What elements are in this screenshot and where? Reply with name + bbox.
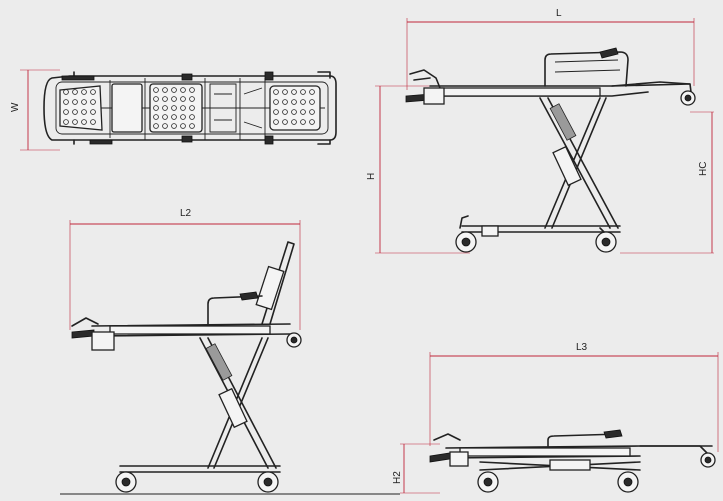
plate-hole: [171, 114, 177, 120]
dimension-h2: H2: [392, 443, 440, 494]
plate-hole: [90, 119, 96, 125]
plate-hole: [291, 119, 297, 125]
plate-hole: [162, 105, 168, 111]
plate-hole: [282, 119, 288, 125]
plate-hole: [153, 96, 159, 102]
plate-hole: [291, 109, 297, 115]
dimension-l2-label: L2: [180, 208, 192, 219]
plate-hole: [309, 119, 315, 125]
plate-hole: [282, 99, 288, 105]
plate-hole: [63, 109, 69, 115]
plate-hole: [162, 87, 168, 93]
plate-hole: [81, 99, 87, 105]
plate-hole: [171, 105, 177, 111]
dimension-hc-label: HC: [698, 162, 709, 176]
plate-hole: [72, 119, 78, 125]
plate-hole: [309, 89, 315, 95]
dimension-h2-label: H2: [392, 471, 403, 484]
plate-hole: [162, 96, 168, 102]
plate-hole: [300, 109, 306, 115]
plate-hole: [72, 89, 78, 95]
plate-hole: [189, 87, 195, 93]
dimension-w: W: [10, 69, 60, 151]
plate-hole: [180, 87, 186, 93]
dimension-l: L: [406, 8, 695, 90]
plate-hole: [171, 96, 177, 102]
plate-hole: [273, 109, 279, 115]
plate-hole: [300, 99, 306, 105]
plate-hole: [180, 96, 186, 102]
plate-hole: [189, 105, 195, 111]
side-view-folded-stretcher: [429, 429, 716, 493]
top-view-stretcher: [43, 71, 337, 145]
plate-hole: [273, 89, 279, 95]
plate-hole: [63, 99, 69, 105]
dimension-l2: L2: [69, 208, 301, 330]
plate-hole: [189, 114, 195, 120]
dimension-w-label: W: [10, 102, 21, 112]
dimension-h: H: [366, 85, 470, 254]
dimension-l3: L3: [429, 342, 719, 452]
plate-hole: [72, 99, 78, 105]
plate-hole: [153, 114, 159, 120]
plate-hole: [291, 99, 297, 105]
plate-hole: [81, 89, 87, 95]
plate-hole: [189, 96, 195, 102]
plate-hole: [171, 87, 177, 93]
plate-hole: [291, 89, 297, 95]
dimension-hc: HC: [620, 111, 714, 254]
plate-hole: [162, 123, 168, 129]
plate-hole: [189, 123, 195, 129]
plate-hole: [162, 114, 168, 120]
plate-hole: [90, 109, 96, 115]
plate-hole: [300, 119, 306, 125]
plate-hole: [171, 123, 177, 129]
dimension-l-label: L: [556, 8, 562, 19]
side-view-upright-stretcher: [405, 47, 696, 253]
plate-hole: [273, 99, 279, 105]
plate-hole: [180, 105, 186, 111]
plate-hole: [282, 109, 288, 115]
plate-hole: [90, 89, 96, 95]
plate-hole: [63, 119, 69, 125]
plate-hole: [180, 114, 186, 120]
plate-hole: [153, 105, 159, 111]
plate-hole: [90, 99, 96, 105]
dimension-h-label: H: [366, 173, 377, 180]
plate-hole: [81, 119, 87, 125]
plate-hole: [72, 109, 78, 115]
top-view-holes: [63, 87, 315, 129]
plate-hole: [153, 87, 159, 93]
plate-hole: [300, 89, 306, 95]
plate-hole: [309, 99, 315, 105]
plate-hole: [81, 109, 87, 115]
plate-hole: [309, 109, 315, 115]
plate-hole: [282, 89, 288, 95]
plate-hole: [273, 119, 279, 125]
plate-hole: [153, 123, 159, 129]
dimension-l3-label: L3: [576, 342, 588, 353]
plate-hole: [180, 123, 186, 129]
side-view-chair-stretcher: [71, 241, 302, 493]
plate-hole: [63, 89, 69, 95]
